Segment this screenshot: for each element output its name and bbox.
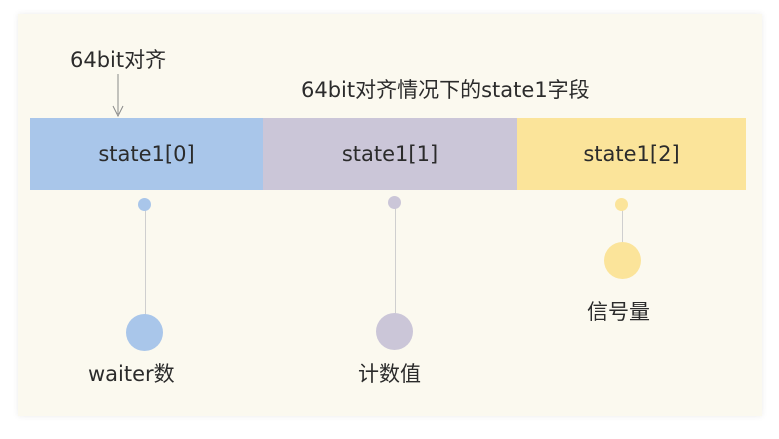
connector-dot-large xyxy=(376,313,413,350)
connector-line xyxy=(622,210,623,264)
field-label: state1[2] xyxy=(583,142,680,166)
field-meaning: waiter数 xyxy=(88,362,175,386)
connector-dot-small xyxy=(138,198,151,211)
connector-dot-large xyxy=(604,242,641,279)
field-state1-1: state1[1] xyxy=(263,118,517,190)
field-state1-2: state1[2] xyxy=(517,118,746,190)
connector-line xyxy=(145,210,146,332)
field-label: state1[1] xyxy=(341,142,439,166)
field-state1-0: state1[0] xyxy=(30,118,263,190)
connector-line xyxy=(395,208,396,332)
diagram-canvas: 64bit对齐 64bit对齐情况下的state1字段 state1[0] st… xyxy=(18,14,762,416)
alignment-arrow-icon xyxy=(112,74,124,118)
diagram-title: 64bit对齐情况下的state1字段 xyxy=(301,78,590,102)
field-label: state1[0] xyxy=(98,142,195,166)
field-meaning: 信号量 xyxy=(587,300,650,324)
alignment-label: 64bit对齐 xyxy=(70,48,167,72)
connector-dot-large xyxy=(126,314,163,351)
connector-dot-small xyxy=(388,196,401,209)
field-meaning: 计数值 xyxy=(358,362,421,386)
connector-dot-small xyxy=(615,198,628,211)
